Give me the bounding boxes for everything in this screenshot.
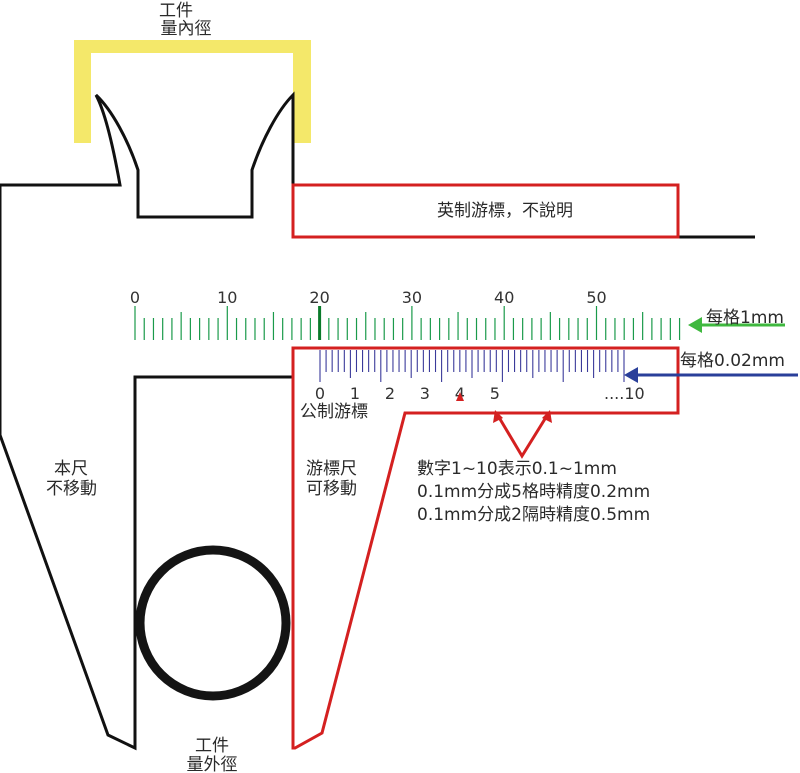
slider-label-2: 可移動 [306,479,357,499]
vernier-scale-number: 2 [385,384,395,403]
main-ruler-label-1: 本尺 [54,459,88,479]
vernier-scale-numbers: 012345....10 [315,384,645,403]
main-scale-number: 0 [130,288,140,307]
vernier-scale-number: 5 [490,384,500,403]
vernier-scale-number: 3 [420,384,430,403]
workpiece-inner-label-2: 量內徑 [161,19,212,39]
main-scale-ticks [134,306,681,340]
metric-vernier-label: 公制游標 [300,402,368,422]
workpiece-inner [74,40,311,143]
inch-vernier-box [291,183,680,239]
red-v-arrows [495,413,550,459]
slider-label-1: 游標尺 [306,459,357,479]
inch-vernier-label: 英制游標，不說明 [437,201,573,221]
vernier-scale-number: 1 [350,384,360,403]
main-scale-number: 50 [586,288,606,307]
description-line-3: 0.1mm分成2隔時精度0.5mm [417,505,650,525]
main-scale-numbers: 0 10 20 30 40 50 [130,288,607,307]
green-arrow-head [688,317,702,333]
red-arrow-head-left [493,410,503,423]
workpiece-inner-label-1: 工件 [159,1,193,21]
workpiece-outer-label-2: 量外徑 [187,755,238,773]
red-arrow-head-right [542,410,552,423]
fixed-jaw-outline [0,185,293,751]
workpiece-outer-label-1: 工件 [195,736,229,756]
blue-arrow-head [624,367,638,383]
slider-outline [291,346,680,750]
vernier-note: 每格0.02mm [680,351,785,371]
workpiece-outer-ring [135,545,291,701]
vernier-scale-number: ....10 [604,384,645,403]
vernier-pointer-marker [456,392,464,401]
main-ruler-label-2: 不移動 [46,479,97,499]
vernier-scale-ticks [319,350,625,382]
main-scale-number: 40 [494,288,514,307]
main-scale-number: 20 [309,288,329,307]
description-line-2: 0.1mm分成5格時精度0.2mm [417,482,650,502]
main-scale-number: 30 [402,288,422,307]
main-beam-outline [0,91,755,239]
description-line-1: 數字1~10表示0.1~1mm [417,459,617,479]
main-scale-number: 10 [217,288,237,307]
main-scale-note: 每格1mm [706,308,784,328]
vernier-scale-number: 0 [315,384,325,403]
